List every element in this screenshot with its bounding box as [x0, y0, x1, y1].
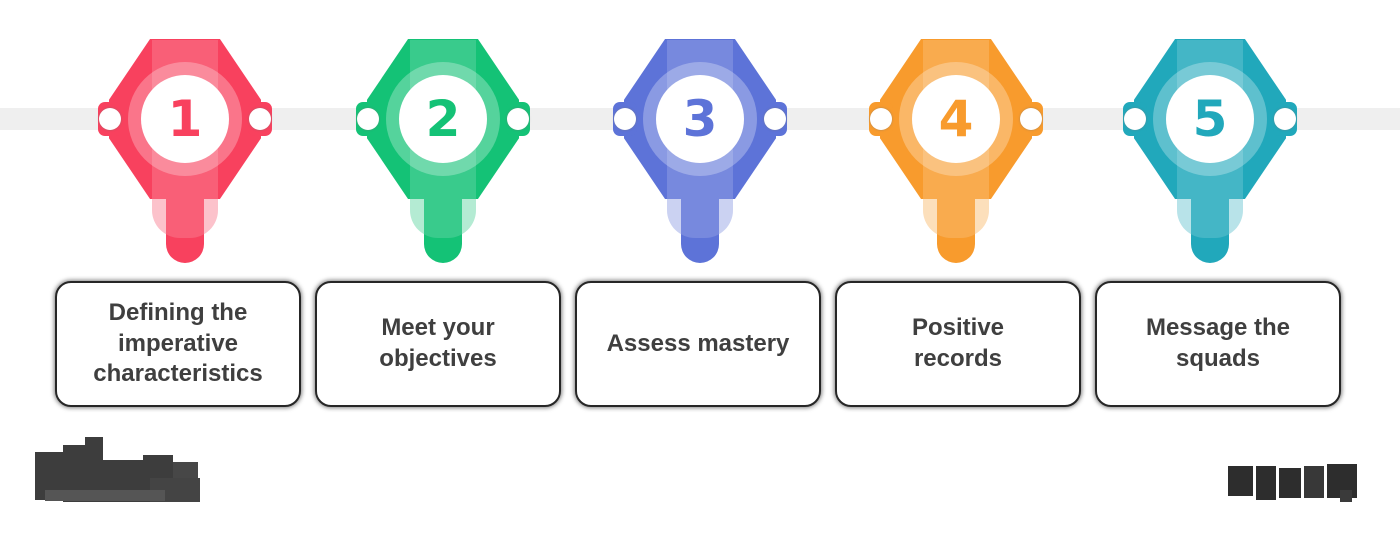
step-label: Message the squads	[1145, 314, 1291, 372]
step-number-circle: 2	[399, 75, 487, 163]
step-label: Defining the imperative characteristics	[93, 298, 263, 388]
step-label: Positive records	[911, 314, 1005, 372]
step-number: 3	[682, 90, 718, 148]
timeline-dot-right	[764, 108, 786, 130]
step-label-box-4: Positive records	[835, 281, 1081, 407]
step-label-box-5: Message the squads	[1095, 281, 1341, 407]
step-marker-5: 5	[1095, 0, 1325, 275]
timeline-dot-left	[870, 108, 892, 130]
timeline-dot-right	[249, 108, 271, 130]
step-label: Assess mastery	[606, 329, 790, 357]
step-number: 4	[938, 90, 974, 148]
step-marker-2: 2	[328, 0, 558, 275]
timeline-dot-left	[99, 108, 121, 130]
step-number-circle: 1	[141, 75, 229, 163]
step-label: Meet your objectives	[379, 314, 497, 372]
step-number: 2	[425, 90, 461, 148]
step-marker-3: 3	[585, 0, 815, 275]
step-number-circle: 4	[912, 75, 1000, 163]
step-number-circle: 5	[1166, 75, 1254, 163]
redacted-logo-bottom-left	[30, 437, 220, 503]
redacted-watermark-bottom-right	[1225, 462, 1365, 504]
timeline-dot-left	[357, 108, 379, 130]
step-marker-1: 1	[70, 0, 300, 275]
timeline-dot-left	[614, 108, 636, 130]
step-marker-4: 4	[841, 0, 1071, 275]
step-label-box-2: Meet your objectives	[315, 281, 561, 407]
step-number: 5	[1192, 90, 1228, 148]
timeline-dot-right	[507, 108, 529, 130]
step-label-box-3: Assess mastery	[575, 281, 821, 407]
timeline-dot-right	[1020, 108, 1042, 130]
step-number: 1	[167, 90, 203, 148]
timeline-dot-left	[1124, 108, 1146, 130]
step-label-box-1: Defining the imperative characteristics	[55, 281, 301, 407]
timeline-dot-right	[1274, 108, 1296, 130]
step-number-circle: 3	[656, 75, 744, 163]
